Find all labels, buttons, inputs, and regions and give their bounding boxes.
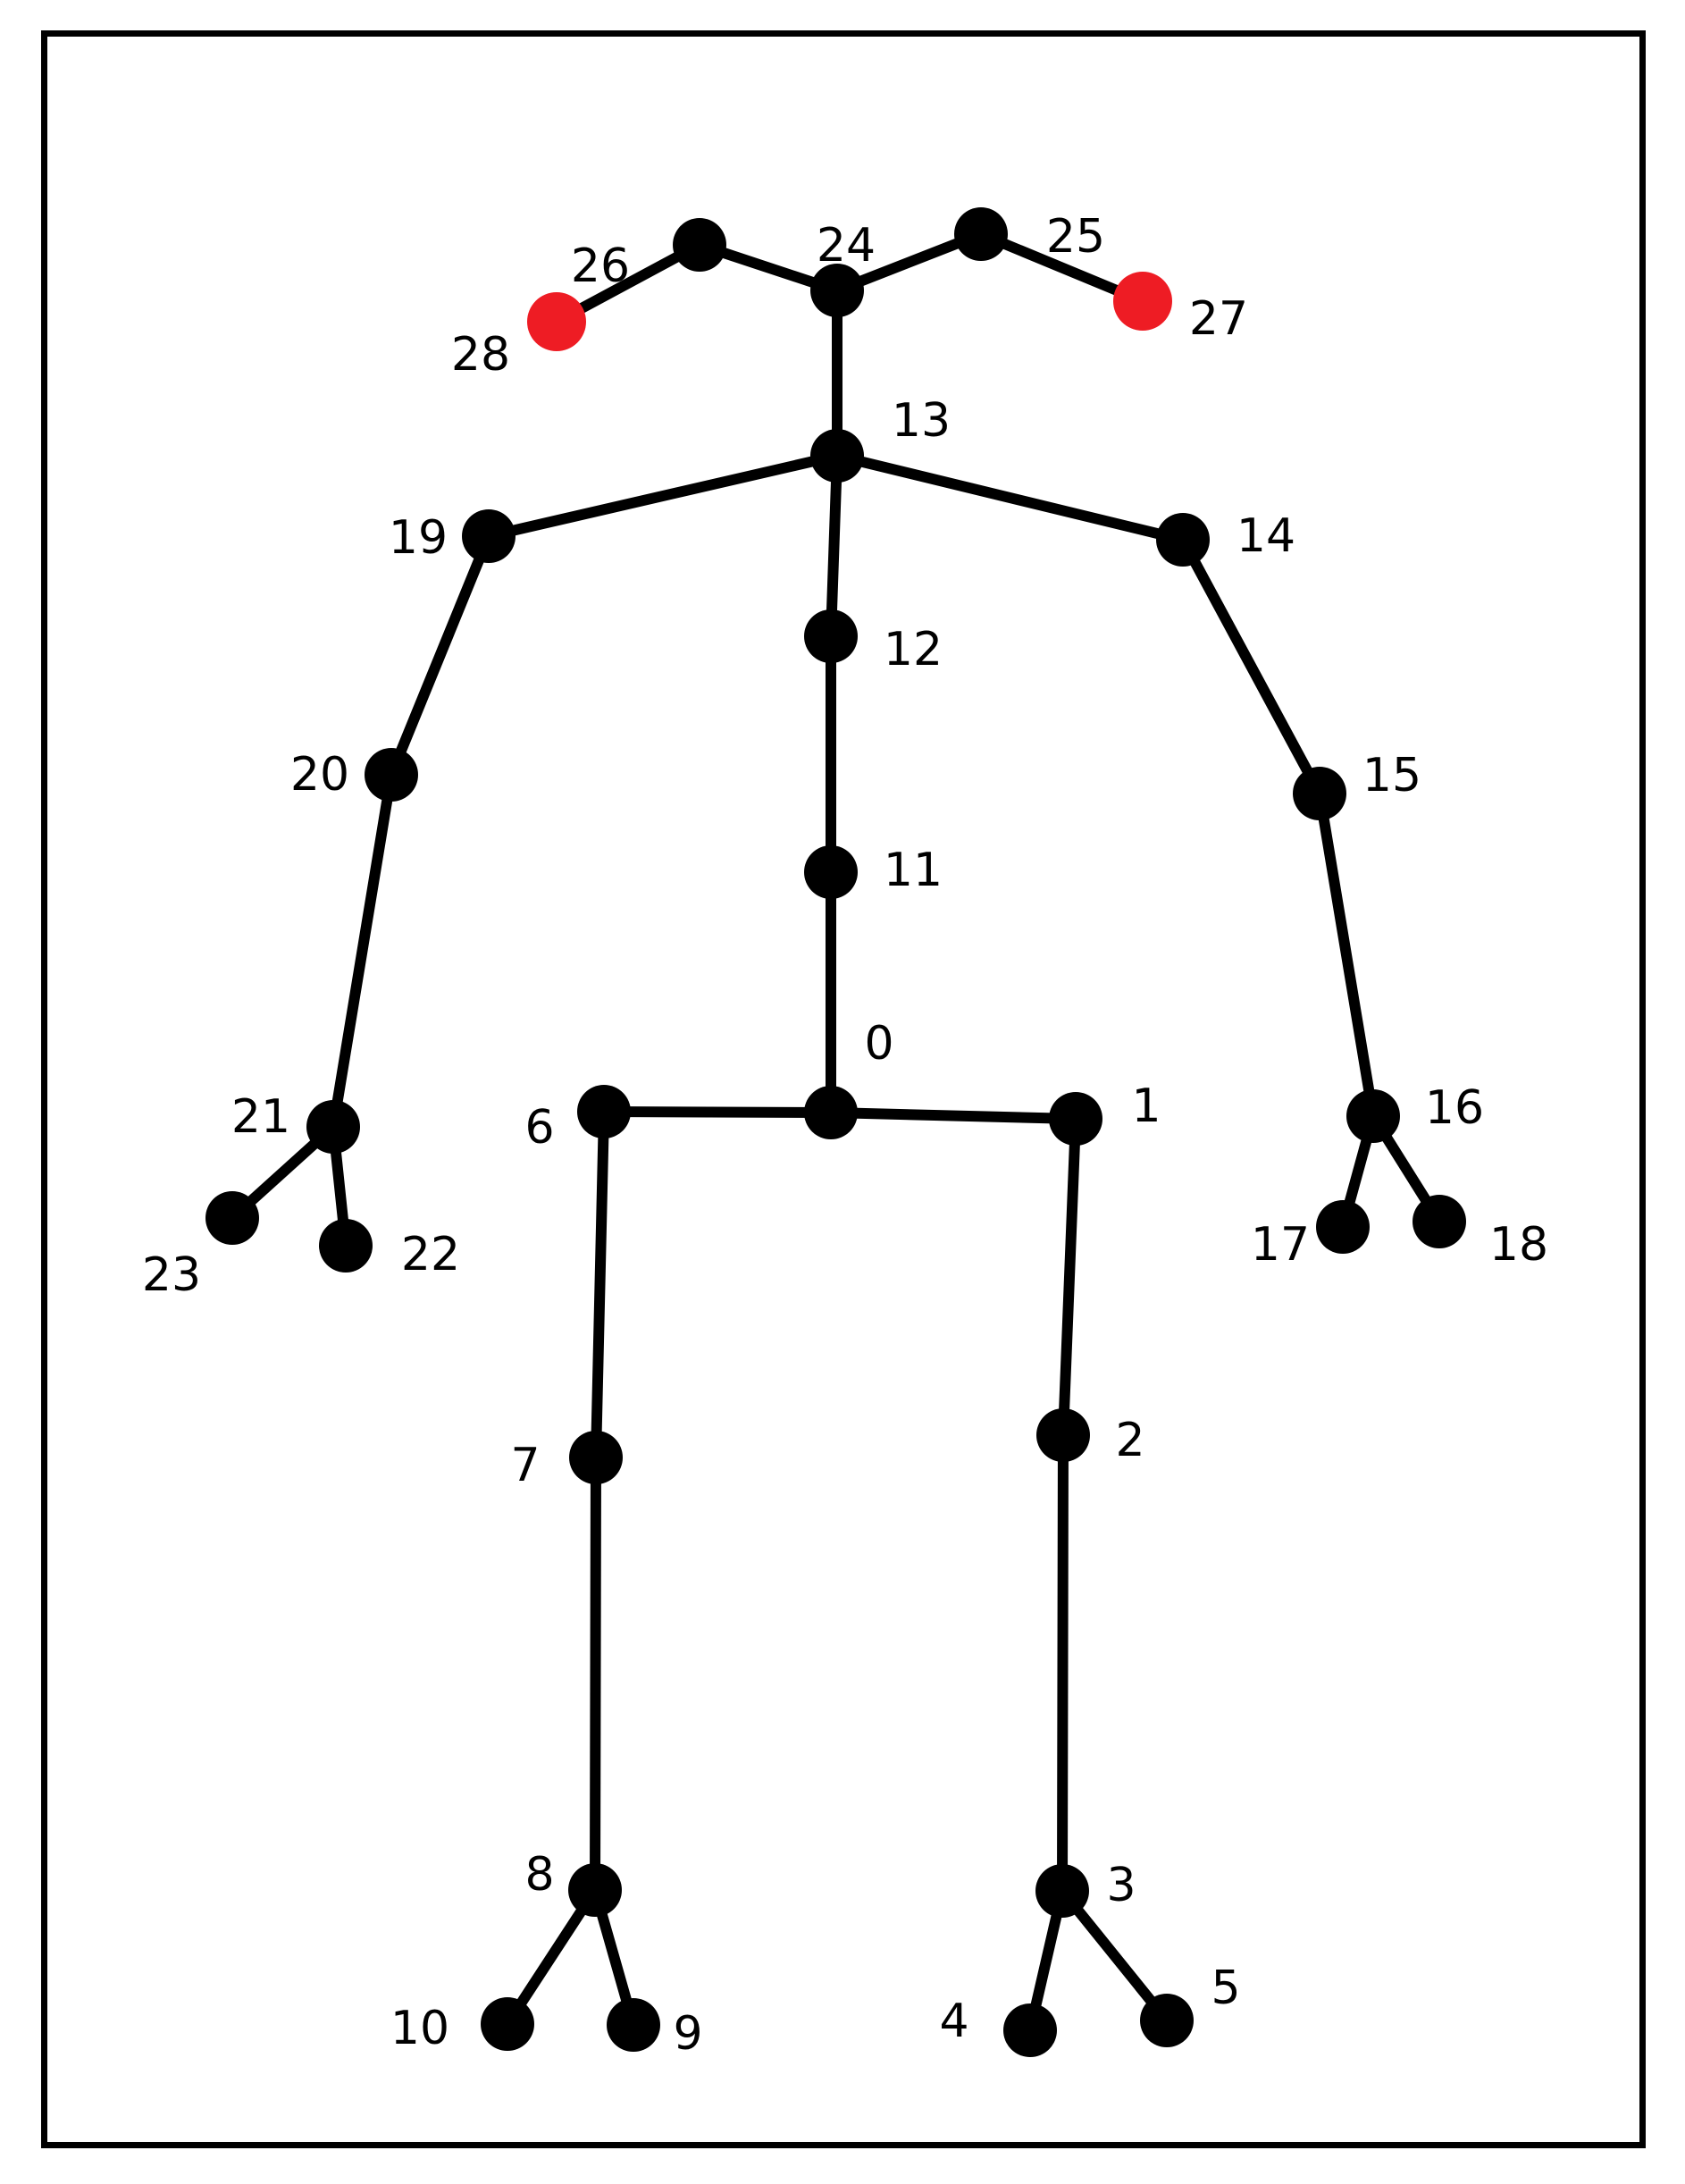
- joint-17: [1316, 1200, 1370, 1254]
- joint-5: [1140, 1994, 1194, 2047]
- joint-12: [804, 609, 858, 663]
- joint-label-19: 19: [389, 511, 448, 565]
- joint-label-2: 2: [1115, 1414, 1144, 1467]
- bone-0-6: [599, 1106, 836, 1118]
- joint-25: [954, 207, 1008, 261]
- joint-label-15: 15: [1362, 749, 1421, 802]
- joint-label-27: 27: [1189, 292, 1248, 346]
- joint-label-12: 12: [884, 623, 943, 676]
- joint-19: [462, 509, 516, 563]
- bone-2-3: [1057, 1430, 1069, 1896]
- bone-13-19: [483, 450, 842, 542]
- joint-16: [1346, 1089, 1400, 1143]
- joint-22: [319, 1219, 373, 1273]
- joint-label-4: 4: [939, 1995, 968, 2048]
- joint-label-6: 6: [524, 1101, 554, 1155]
- joint-label-28: 28: [451, 328, 510, 382]
- joint-label-17: 17: [1251, 1218, 1310, 1272]
- joint-11: [804, 845, 858, 899]
- bone-19-20: [386, 531, 494, 780]
- bone-0-1: [826, 1107, 1081, 1124]
- joint-28: [527, 292, 586, 351]
- joint-label-9: 9: [673, 2007, 702, 2061]
- joint-label-1: 1: [1131, 1079, 1161, 1133]
- joint-label-7: 7: [510, 1439, 540, 1492]
- joint-15: [1293, 767, 1346, 820]
- joint-label-26: 26: [571, 239, 630, 293]
- joint-20: [365, 748, 418, 802]
- joint-9: [607, 1998, 660, 2052]
- joint-13: [810, 429, 864, 483]
- joint-label-16: 16: [1425, 1081, 1484, 1135]
- joint-label-18: 18: [1489, 1218, 1548, 1272]
- joint-23: [205, 1191, 259, 1245]
- joint-label-20: 20: [290, 748, 349, 802]
- bone-15-16: [1314, 788, 1379, 1121]
- joint-14: [1156, 513, 1210, 567]
- joint-2: [1036, 1408, 1090, 1462]
- joint-label-25: 25: [1046, 210, 1105, 264]
- joint-3: [1035, 1864, 1089, 1918]
- joint-label-11: 11: [884, 844, 943, 897]
- joint-21: [306, 1100, 360, 1154]
- joint-27: [1113, 272, 1172, 331]
- joint-24: [810, 264, 864, 317]
- joint-label-21: 21: [231, 1090, 290, 1144]
- joint-label-13: 13: [892, 394, 951, 448]
- joints-layer: [205, 207, 1466, 2057]
- joint-6: [577, 1085, 631, 1138]
- joint-7: [569, 1431, 623, 1484]
- bone-13-14: [832, 450, 1188, 545]
- bone-6-7: [591, 1106, 609, 1463]
- joint-label-23: 23: [142, 1248, 201, 1302]
- joint-label-24: 24: [817, 219, 876, 273]
- joint-0: [804, 1086, 858, 1139]
- joint-label-22: 22: [401, 1228, 460, 1281]
- joint-4: [1003, 2003, 1057, 2057]
- bone-1-2: [1058, 1113, 1081, 1441]
- joint-label-3: 3: [1106, 1859, 1136, 1912]
- joint-8: [568, 1863, 622, 1917]
- joint-label-5: 5: [1211, 1961, 1240, 2015]
- bone-14-15: [1178, 534, 1325, 799]
- joint-label-14: 14: [1237, 509, 1295, 563]
- joint-18: [1413, 1195, 1466, 1248]
- joint-label-8: 8: [524, 1848, 554, 1902]
- bone-13-12: [826, 450, 842, 642]
- bone-3-5: [1057, 1886, 1172, 2026]
- bone-20-21: [328, 769, 397, 1132]
- joint-label-10: 10: [390, 2002, 449, 2055]
- joint-26: [673, 218, 726, 272]
- joint-1: [1049, 1092, 1102, 1146]
- bone-7-8: [590, 1452, 601, 1895]
- joint-10: [481, 1997, 534, 2051]
- joint-label-0: 0: [864, 1017, 893, 1071]
